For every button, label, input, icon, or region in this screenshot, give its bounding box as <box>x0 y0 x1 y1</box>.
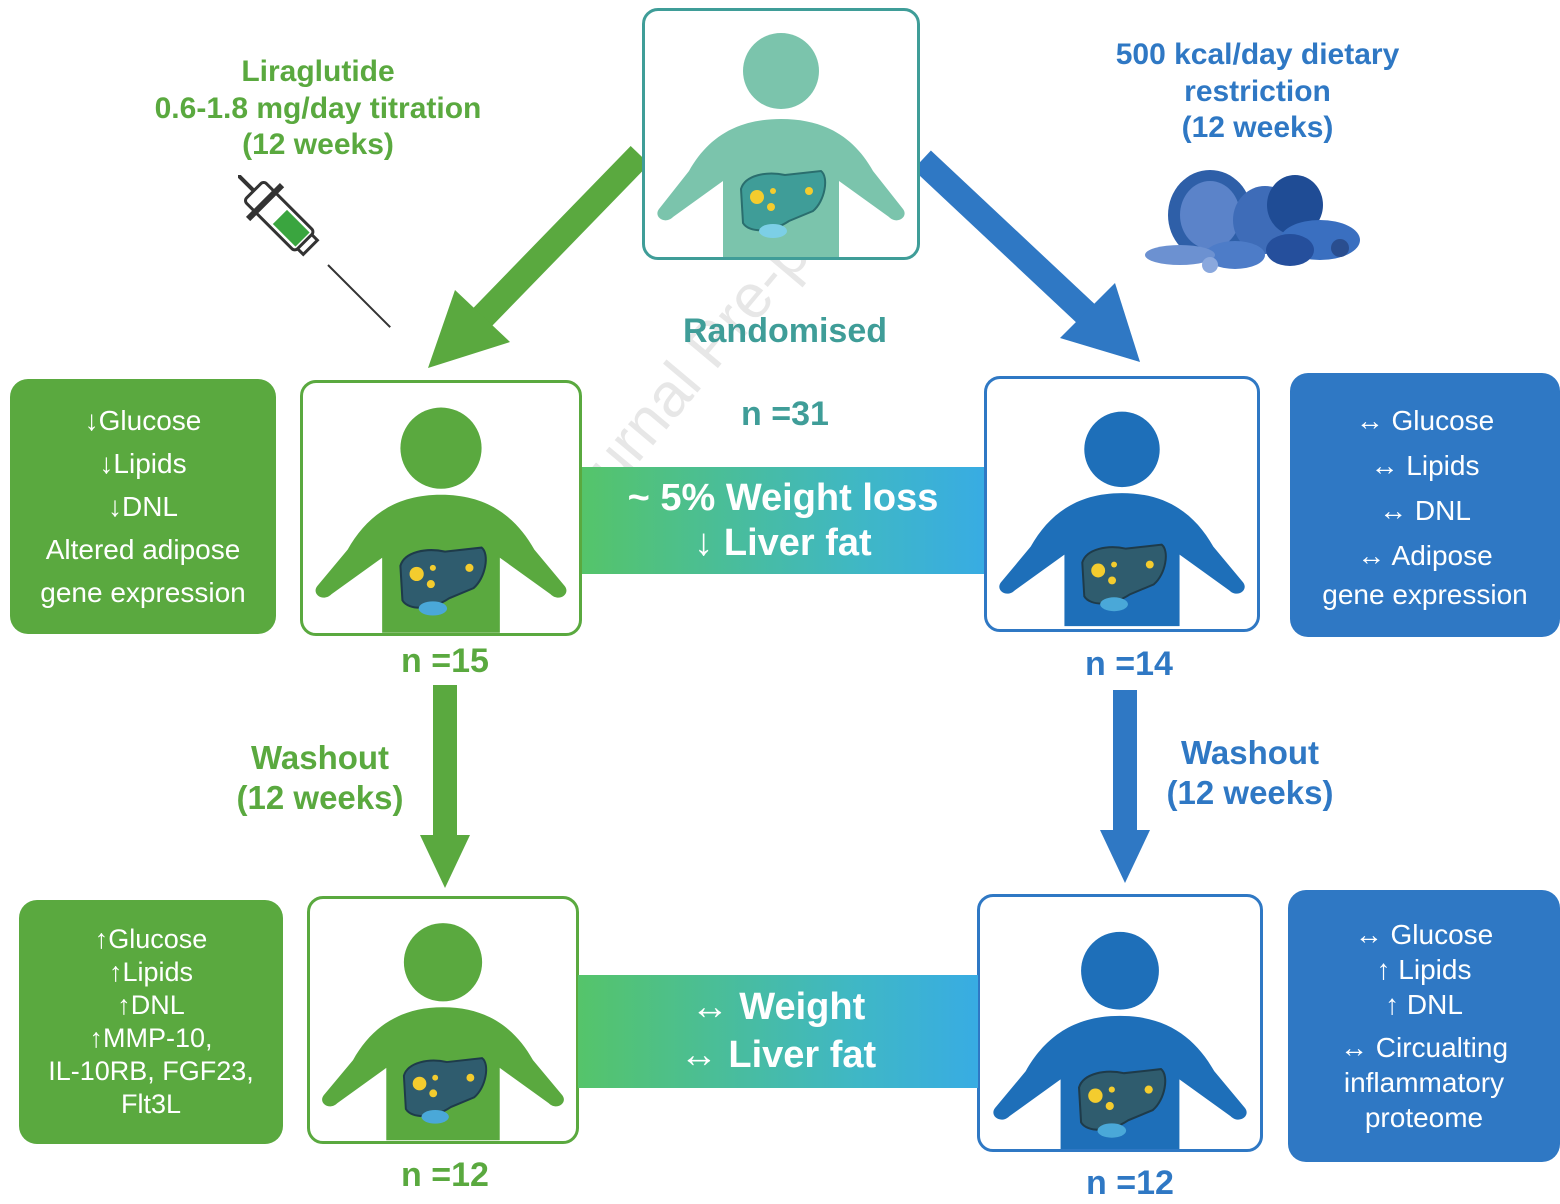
person-icon <box>303 383 579 633</box>
outcome-band-bottom: ↔ Weight ↔ Liver fat <box>578 975 978 1088</box>
liraglutide-n-after: n =15 <box>300 642 590 681</box>
randomised-label: Randomised n =31 <box>640 270 930 477</box>
diet-person-box <box>984 376 1260 632</box>
diet-washout-effects-box: ↔ Glucose ↑ Lipids ↑ DNL ↔ Circualting i… <box>1288 890 1560 1162</box>
effect-item: Flt3L <box>25 1088 277 1121</box>
effect-item: ↓Lipids <box>16 442 270 485</box>
effect-item: ↑Glucose <box>25 923 277 956</box>
diet-label: 500 kcal/day dietary restriction (12 wee… <box>1090 37 1425 147</box>
liraglutide-washout-effects-box: ↑Glucose ↑Lipids ↑DNL ↑MMP-10, IL-10RB, … <box>19 900 283 1144</box>
person-icon <box>645 11 917 257</box>
effect-item: ↑DNL <box>25 989 277 1022</box>
effect-item: ↑ DNL <box>1294 987 1554 1022</box>
randomised-person-box <box>642 8 920 260</box>
person-icon <box>310 899 576 1141</box>
effect-item: ↔ Lipids <box>1296 443 1554 488</box>
band-top-line-2: ↓ Liver fat <box>582 521 984 566</box>
band-bottom-line-2: ↔ Liver fat <box>578 1032 978 1080</box>
effect-item: Altered adipose <box>16 528 270 571</box>
effect-item: ↓Glucose <box>16 399 270 442</box>
liraglutide-n-washout: n =12 <box>300 1156 590 1195</box>
effect-item: proteome <box>1294 1100 1554 1135</box>
effect-item: ↓DNL <box>16 485 270 528</box>
effect-item: ↑MMP-10, <box>25 1022 277 1055</box>
effect-item: IL-10RB, FGF23, <box>25 1055 277 1088</box>
randomised-n: n =31 <box>640 394 930 435</box>
outcome-band-top: ~ 5% Weight loss ↓ Liver fat <box>582 467 984 574</box>
effect-item: ↔ DNL <box>1296 488 1554 533</box>
liraglutide-effects-box: ↓Glucose ↓Lipids ↓DNL Altered adipose ge… <box>10 379 276 634</box>
effect-item: ↑ Lipids <box>1294 952 1554 987</box>
effect-item: gene expression <box>1296 578 1554 612</box>
diet-washout-person-box <box>977 894 1263 1152</box>
effect-item: ↔ Glucose <box>1294 917 1554 952</box>
effect-item: inflammatory <box>1294 1065 1554 1100</box>
effect-item: ↔ Adipose <box>1296 533 1554 578</box>
band-top-line-1: ~ 5% Weight loss <box>582 476 984 521</box>
effect-item: ↑Lipids <box>25 956 277 989</box>
diet-n-washout: n =12 <box>985 1164 1275 1203</box>
effect-item: gene expression <box>16 571 270 614</box>
liraglutide-person-box <box>300 380 582 636</box>
diet-effects-box: ↔ Glucose ↔ Lipids ↔ DNL ↔ Adipose gene … <box>1290 373 1560 637</box>
effect-item: ↔ Glucose <box>1296 398 1554 443</box>
syringe-icon <box>238 175 418 355</box>
person-icon <box>980 897 1260 1149</box>
diet-n-after: n =14 <box>984 645 1274 684</box>
band-bottom-line-1: ↔ Weight <box>578 984 978 1032</box>
liraglutide-washout-label: Washout (12 weeks) <box>200 738 440 819</box>
liraglutide-label: Liraglutide 0.6-1.8 mg/day titration (12… <box>138 54 498 164</box>
vegetables-icon <box>1140 160 1380 280</box>
effect-item: ↔ Circualting <box>1294 1030 1554 1065</box>
randomised-text: Randomised <box>640 311 930 352</box>
diet-washout-label: Washout (12 weeks) <box>1130 733 1370 814</box>
liraglutide-washout-person-box <box>307 896 579 1144</box>
person-icon <box>987 379 1257 629</box>
